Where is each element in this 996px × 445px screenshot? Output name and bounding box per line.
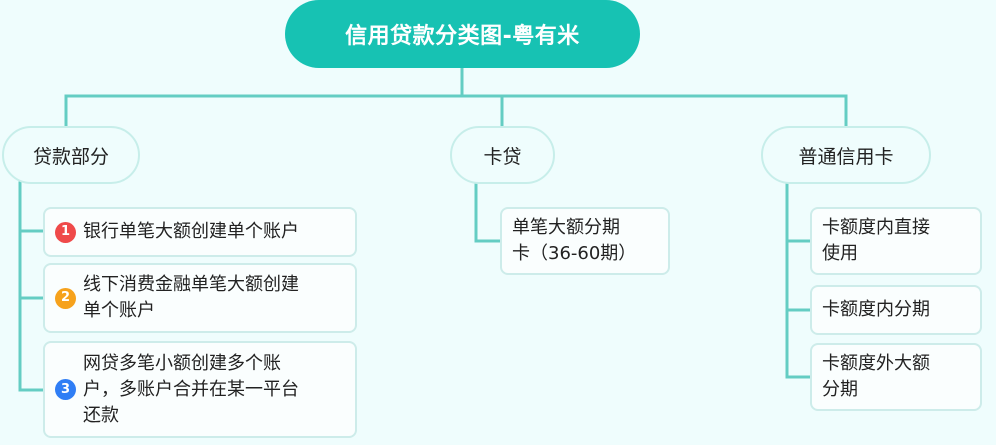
leaf-loan-item-3: 3 网贷多笔小额创建多个账 户，多账户合并在某一平台 还款 [43,341,357,438]
leaf-text: 线下消费金融单笔大额创建 单个账户 [83,274,299,321]
leaf-text: 卡额度内直接 使用 [822,217,930,264]
leaf-loan-item-2: 2 线下消费金融单笔大额创建 单个账户 [43,263,357,333]
leaf-text: 单笔大额分期 卡（36-60期） [512,217,637,264]
number-badge-1: 1 [55,221,76,243]
leaf-text: 卡额度内分期 [822,299,930,320]
leaf-credit-card-item-2: 卡额度内分期 [810,285,982,335]
leaf-text: 银行单笔大额创建单个账户 [83,221,299,242]
root-title-node: 信用贷款分类图-粤有米 [285,0,640,68]
leaf-text: 卡额度外大额 分期 [822,353,930,400]
category-card-loan: 卡贷 [450,126,555,184]
leaf-loan-item-1: 1 银行单笔大额创建单个账户 [43,207,357,257]
number-badge-2: 2 [55,287,76,309]
category-loan: 贷款部分 [2,126,140,184]
number-badge-3: 3 [55,379,76,400]
leaf-text: 网贷多笔小额创建多个账 户，多账户合并在某一平台 还款 [83,352,299,426]
leaf-card-loan-item-1: 单笔大额分期 卡（36-60期） [500,207,670,275]
leaf-credit-card-item-3: 卡额度外大额 分期 [810,343,982,411]
leaf-credit-card-item-1: 卡额度内直接 使用 [810,207,982,275]
category-credit-card: 普通信用卡 [761,126,931,184]
